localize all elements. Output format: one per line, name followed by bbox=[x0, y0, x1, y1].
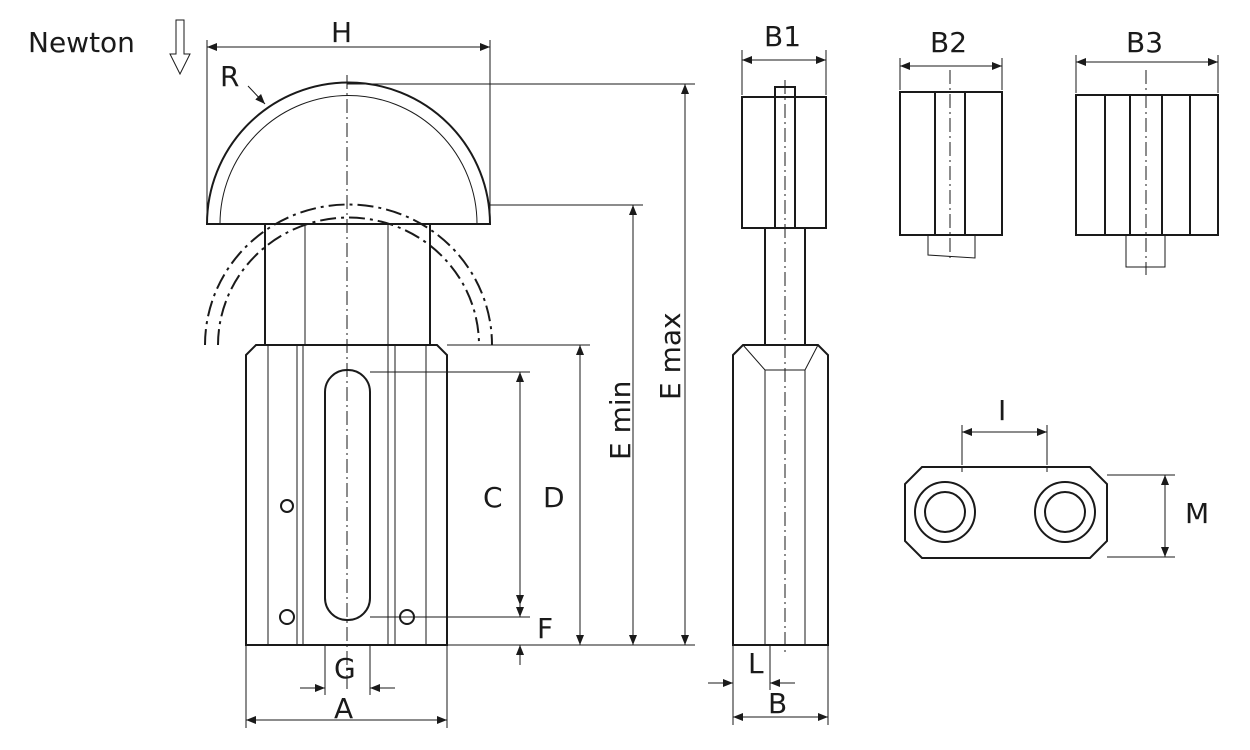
dimension-lines bbox=[206, 40, 695, 728]
variant-B2-view bbox=[899, 70, 1003, 262]
bottom-view bbox=[904, 466, 1108, 559]
dim-A: A bbox=[334, 692, 353, 725]
dim-B2: B2 bbox=[930, 26, 967, 59]
dim-B1: B1 bbox=[764, 20, 801, 53]
variant-B3-view bbox=[1075, 70, 1219, 275]
dim-H: H bbox=[331, 16, 352, 49]
side-view bbox=[732, 80, 829, 655]
dim-L: L bbox=[748, 647, 764, 680]
dim-R: R bbox=[220, 60, 239, 93]
dim-E-max: E max bbox=[654, 312, 687, 400]
dim-F: F bbox=[537, 612, 553, 645]
dim-C: C bbox=[483, 481, 503, 514]
dim-M: M bbox=[1185, 497, 1209, 530]
dim-E-min: E min bbox=[604, 381, 637, 460]
dim-B: B bbox=[768, 687, 787, 720]
dim-D: D bbox=[543, 481, 565, 514]
newton-label: Newton bbox=[28, 26, 135, 59]
front-view bbox=[204, 75, 493, 690]
dim-B3: B3 bbox=[1126, 26, 1163, 59]
dim-G: G bbox=[334, 652, 356, 685]
force-arrow-icon bbox=[169, 19, 191, 76]
dim-I: I bbox=[998, 394, 1006, 427]
